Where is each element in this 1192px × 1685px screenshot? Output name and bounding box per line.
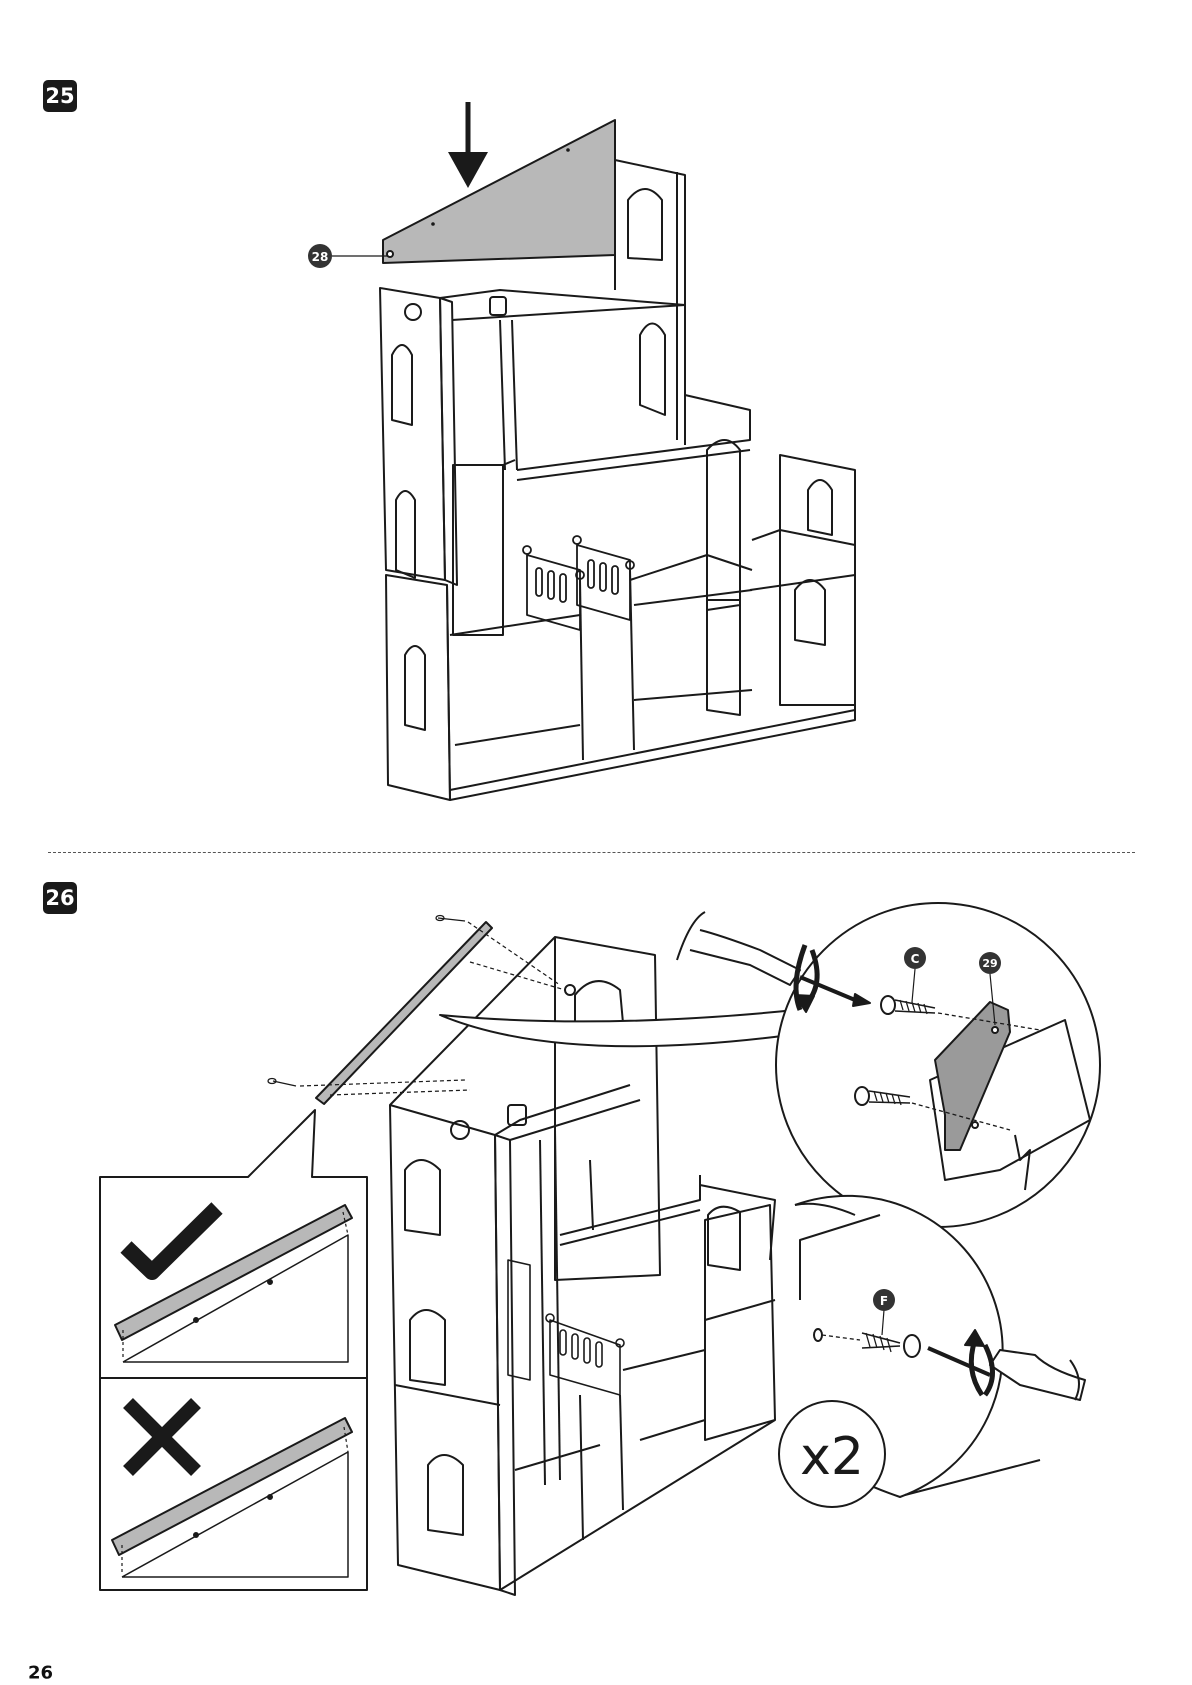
step-25-illustration: 28 — [308, 102, 855, 800]
quantity-badge: x2 — [779, 1401, 885, 1507]
rail-29 — [316, 922, 492, 1104]
svg-text:29: 29 — [982, 957, 997, 970]
svg-text:28: 28 — [312, 250, 329, 264]
detail-circle-top: C 29 — [677, 903, 1100, 1227]
svg-text:C: C — [911, 952, 920, 966]
step-26-illustration: C 29 — [100, 903, 1100, 1595]
detail-circle-bottom: F x2 — [779, 1196, 1085, 1507]
orientation-inset — [100, 1110, 367, 1590]
svg-text:x2: x2 — [800, 1427, 864, 1487]
roof-panel-28 — [383, 120, 615, 263]
part-callout-28: 28 — [308, 244, 388, 268]
down-arrow-icon — [448, 102, 488, 188]
svg-text:F: F — [880, 1294, 888, 1308]
